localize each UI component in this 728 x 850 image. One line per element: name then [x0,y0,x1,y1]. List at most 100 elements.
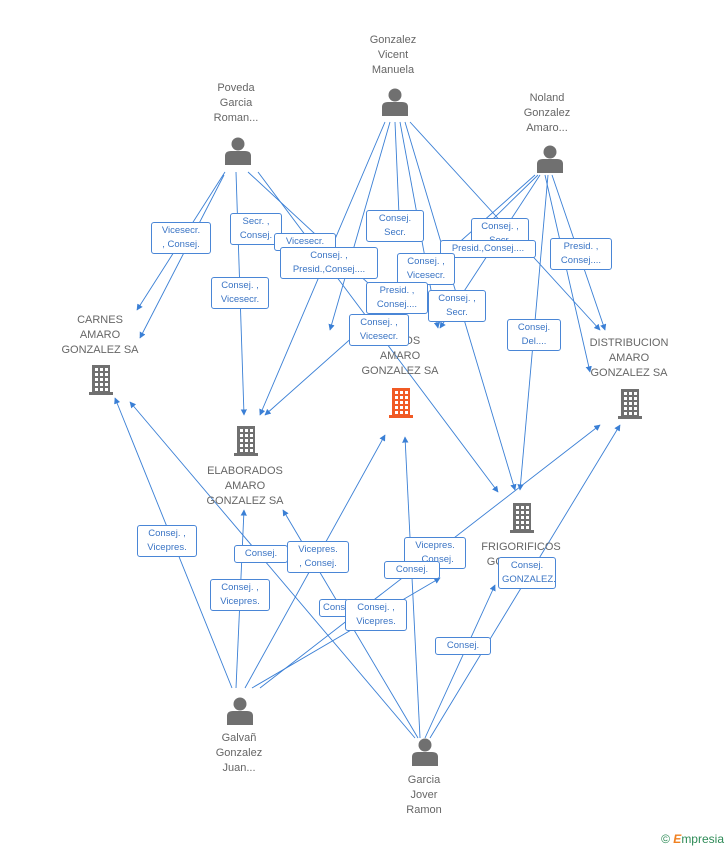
edge-role-label[interactable]: Consej. ,Vicepres. [137,525,197,557]
edge-role-label[interactable]: Consej.GONZALEZ... [498,557,556,589]
edge-line [424,584,496,739]
edge-role-text: Vicepres. [298,544,338,555]
node-label-line: DISTRIBUCION [589,337,669,349]
edge-role-text: Consej. [323,602,348,613]
edge-role-text: Consej.... [560,255,602,266]
edge-role-text: Vicesecr. [220,294,260,305]
edge-role-text: Secr. [384,227,406,238]
node-label-line: GONZALEZ SA [61,344,139,356]
edge-role-label[interactable]: Vicepres. , Consej. [287,541,349,573]
edge-role-text: Secr. , [242,216,270,227]
edge-role-text: Vicepres. [356,616,396,627]
person-icon[interactable] [225,137,251,166]
node-label-line: GONZALEZ SA [590,367,668,379]
edge-role-text: Consej. [378,213,412,224]
edge-line [129,401,416,739]
edge-role-label[interactable]: Consej. ,Secr. [428,290,486,322]
edge-role-label[interactable]: Vicesecr., Consej. [151,222,211,254]
edge-line [328,121,391,331]
edge-role-label[interactable]: Consej. , Vicepres. [345,599,407,631]
edge-role-label[interactable]: Consej. Secr. [366,210,424,242]
node-label-distrib[interactable]: DISTRIBUCION AMARO GONZALEZ SA [579,336,679,381]
node-label-line: Garcia [219,97,253,109]
edge-role-text: , Consej. [416,554,454,565]
edge-line [251,577,441,689]
edge-line [139,174,225,339]
edge-role-text: Presid. , [563,241,599,252]
node-label-line: AMARO [224,480,266,492]
node-label-line: Poveda [217,82,255,94]
edge-role-text: , Consej. [299,558,337,569]
edge-role-label[interactable]: Consej. [435,637,491,655]
edge-role-label[interactable]: Presid.,Consej.... [440,240,536,258]
node-label-line: AMARO [608,352,650,364]
company-icon[interactable] [618,389,642,419]
node-label-line: Roman... [213,112,259,124]
edge-role-text: Vicesecr. [285,236,325,247]
edge-role-label[interactable]: Secr. ,Consej. [230,213,282,245]
node-label-line: Garcia [407,774,441,786]
edge-role-label[interactable]: Consej.Del.... [507,319,561,351]
edge-role-text: Consej.... [376,299,418,310]
node-label-line: Amaro... [526,122,568,134]
edge-role-text: Consej. , [360,317,398,328]
edge-role-text: Consej. , [357,602,395,613]
node-label-carnes[interactable]: CARNES AMARO GONZALEZ SA [50,313,150,358]
edge-role-text: Vicesecr. [406,270,446,281]
edge-role-label[interactable]: Presid. , Consej.... [366,282,428,314]
person-icon[interactable] [412,738,438,767]
node-label-line: Gonzalez [369,34,417,46]
edge-role-label[interactable]: Consej. [384,561,440,579]
edge-role-text: Consej. [244,548,278,559]
node-label-line: Gonzalez [523,107,571,119]
edge-role-label[interactable]: Consej. ,Vicepres. [210,579,270,611]
edge-role-text: Secr. [446,307,468,318]
edge-role-label[interactable]: Consej. , Vicesecr. [211,277,269,309]
edge-role-text: Vicepres. [147,542,187,553]
person-icon[interactable] [382,88,408,117]
edge-role-label[interactable]: Presid. , Consej.... [550,238,612,270]
edge-role-label[interactable]: Consej. ,Vicesecr. [397,253,455,285]
edge-role-text: Consej. [395,564,429,575]
edge-role-text: Vicepres. [415,540,455,551]
node-label-line: Jover [410,789,438,801]
node-icons [89,88,642,767]
company-icon[interactable] [234,426,258,456]
edge-role-text: Presid. , [379,285,415,296]
person-icon[interactable] [537,145,563,174]
brand-initial: E [673,832,682,846]
edge-role-text: Consej. [510,560,544,571]
empresia-footer[interactable]: © Empresia [661,832,724,846]
copyright-symbol: © [661,832,670,846]
edge-role-text: Vicepres. [220,596,260,607]
node-label-line: Manuela [371,64,415,76]
node-label-line: AMARO [79,329,121,341]
edge-role-text: Vicesecr. [161,225,201,236]
node-label-line: CARNES [77,314,123,326]
company-icon[interactable] [89,365,113,395]
edge-role-label[interactable]: Consej. , Vicesecr. [349,314,409,346]
edge-role-text: Presid.,Consej.... [292,264,366,275]
edge-role-text: Consej. [446,640,480,651]
edge-role-text: Consej. , [481,221,519,232]
main-company-icon[interactable] [389,388,413,418]
brand-name: mpresia [681,832,724,846]
node-label-line: Gonzalez [215,747,263,759]
person-icon[interactable] [227,697,253,726]
edge-role-label[interactable]: Consej. [234,545,288,563]
edge-role-text: Consej. , [221,280,259,291]
company-icon[interactable] [510,503,534,533]
node-label-line: FRIGORIFICOS [481,541,561,553]
node-label-line: ELABORADOS [207,465,283,477]
edge-role-label[interactable]: Consej. ,Presid.,Consej.... [280,247,378,279]
edge-line [544,174,592,373]
edge-role-text: Vicesecr. [359,331,399,342]
node-label-line: AMARO [379,350,421,362]
